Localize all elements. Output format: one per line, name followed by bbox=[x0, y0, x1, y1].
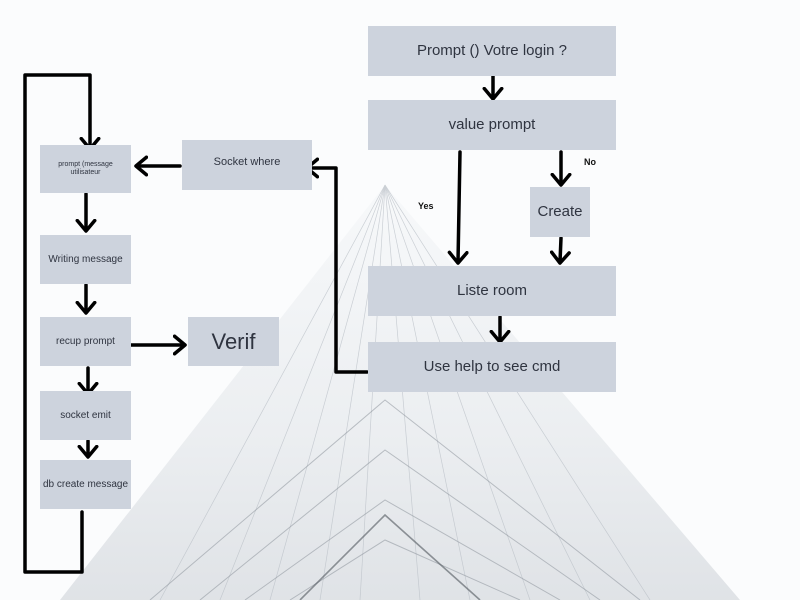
node-liste-room: Liste room bbox=[368, 266, 616, 316]
node-socket-emit: socket emit bbox=[40, 391, 131, 440]
node-use-help: Use help to see cmd bbox=[368, 342, 616, 392]
node-recup-prompt: recup prompt bbox=[40, 317, 131, 366]
node-create: Create bbox=[530, 187, 590, 237]
node-writing-message: Writing message bbox=[40, 235, 131, 284]
node-verif: Verif bbox=[188, 317, 279, 366]
edge-label-yes: Yes bbox=[418, 201, 434, 211]
node-value-prompt: value prompt bbox=[368, 100, 616, 150]
node-prompt-login: Prompt () Votre login ? bbox=[368, 26, 616, 76]
node-socket-where: Socket where bbox=[182, 140, 312, 190]
node-prompt-message: prompt (message utilisateur bbox=[40, 145, 131, 193]
edge-label-no: No bbox=[584, 157, 596, 167]
node-db-create-message: db create message bbox=[40, 460, 131, 509]
